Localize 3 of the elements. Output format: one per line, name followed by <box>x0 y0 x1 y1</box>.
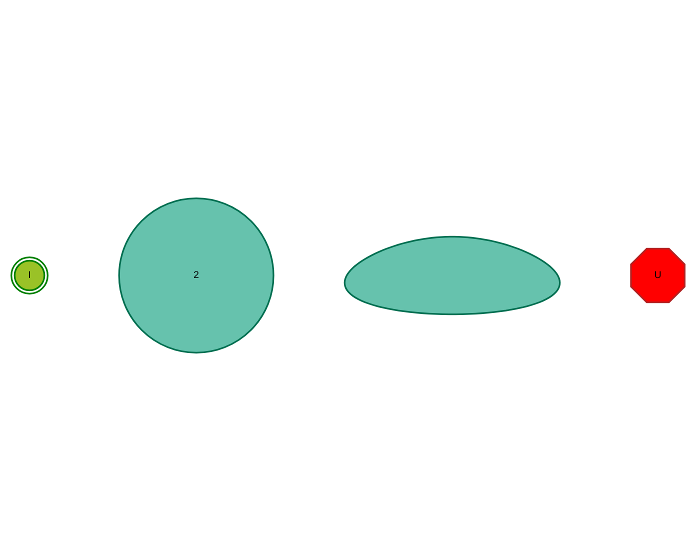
node-circle: I <box>10 256 48 294</box>
node-circle: 2 <box>118 197 274 354</box>
node-blob <box>344 236 561 316</box>
